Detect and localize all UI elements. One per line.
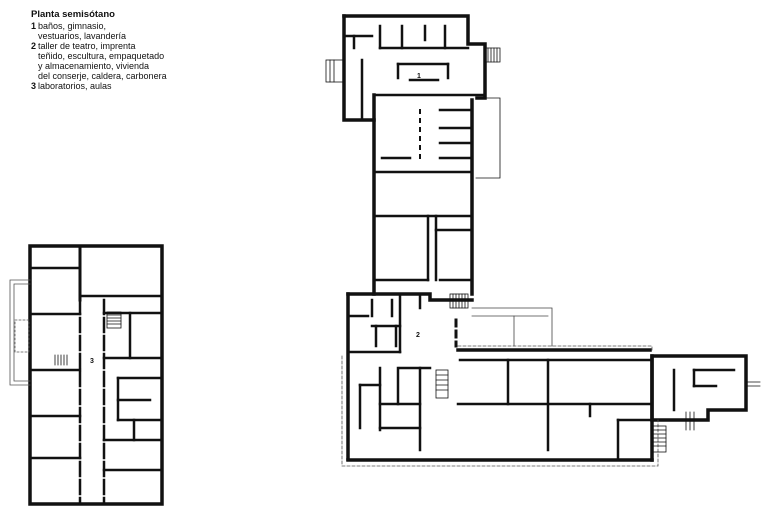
zone-2-label: 2 [416,332,420,339]
legend-item-2-number: 2 [31,41,37,51]
south-wing-plan [341,292,761,467]
legend-item-3-number: 3 [31,81,37,91]
south-wing-room-walls [346,294,736,462]
legend-item-2-text: taller de teatro, imprenta teñido, escul… [38,41,167,81]
south-wing-canopy [471,307,553,347]
legend-item-2: 2 taller de teatro, imprenta teñido, esc… [31,41,181,81]
zone-3-label: 3 [90,358,94,365]
legend-item-1-number: 1 [31,21,37,31]
south-wing-dashed-outline [341,345,659,467]
north-arm-stair [325,47,501,179]
south-wing-stairs [435,293,761,453]
left-wing-plan [9,244,164,506]
north-arm-room-walls [342,24,487,282]
left-wing-outer-wall [28,244,164,506]
legend-title: Planta semisótano [31,9,115,20]
plan-legend: Planta semisótano 1 baños, gimnasio, ves… [31,9,181,92]
legend-item-1: 1 baños, gimnasio, vestuarios, lavanderí… [31,21,181,41]
zone-1-label: 1 [417,73,421,80]
legend-item-3: 3 laboratorios, aulas [31,81,181,91]
left-wing-stair [54,311,122,366]
left-wing-entrance-lines [9,279,31,386]
left-wing-room-walls [28,266,164,472]
legend-item-1-text: baños, gimnasio, vestuarios, lavandería [38,21,127,41]
legend-item-3-text: laboratorios, aulas [38,81,112,91]
north-arm-plan [325,14,501,296]
